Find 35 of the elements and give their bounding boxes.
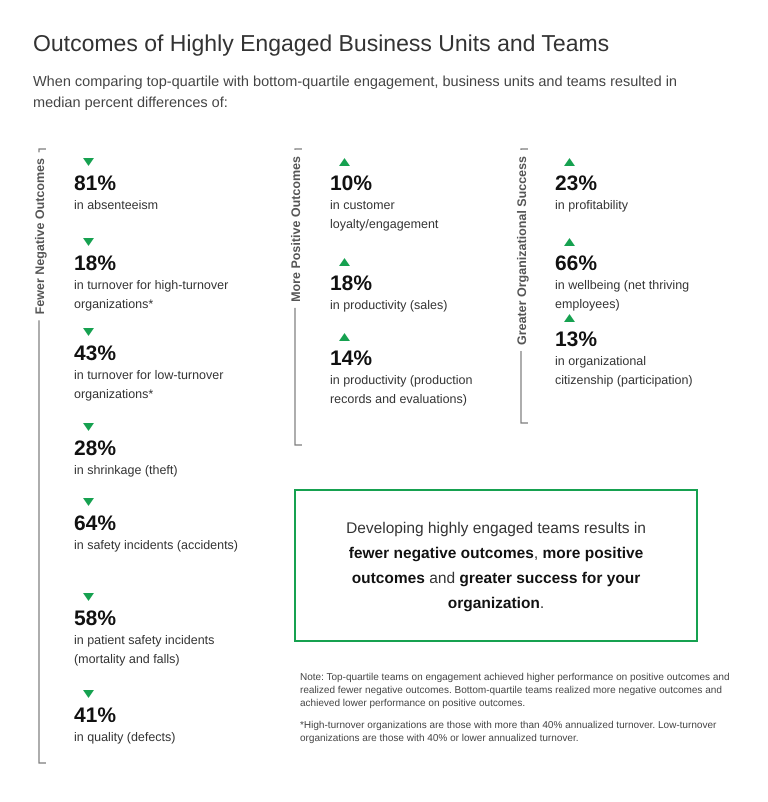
percent-value: 43% — [74, 342, 118, 366]
percent-value: 18% — [330, 272, 374, 296]
percent-value: 28% — [74, 437, 118, 461]
percent-value: 58% — [74, 607, 118, 631]
outcome-description: in customer loyalty/engagement — [330, 197, 440, 233]
callout-text: Developing highly engaged teams results in fewer negative outcomes, more positive outcomes and greater success for your organization. — [345, 518, 647, 614]
outcome-description: in turnover for low-turnover organizations* — [74, 367, 224, 403]
outcome-description: in productivity (sales) — [330, 297, 448, 314]
group-heading: Greater Organizational Success — [515, 150, 529, 351]
group-heading: Fewer Negative Outcomes — [33, 152, 47, 320]
percent-value: 81% — [74, 172, 118, 196]
percent-value: 66% — [555, 252, 598, 276]
outcome-description: in organizational citizenship (participation) — [555, 353, 694, 389]
percent-value: 13% — [555, 328, 598, 352]
percent-value: 14% — [330, 347, 374, 371]
subtitle: When comparing top-quartile with bottom-quartile engagement, business units and teams resulted in median percent differences of: — [33, 73, 678, 113]
outcome-description: in safety incidents (accidents) — [74, 537, 239, 554]
percent-value: 10% — [330, 172, 374, 196]
footnote: Note: Top-quartile teams on engagement achieved higher performance on positive outcomes and realized fewer negative outcomes. Bottom-quartile teams realized more negative outcomes and achieved lower performance on positive outcomes. — [300, 671, 731, 710]
percent-value: 64% — [74, 512, 118, 536]
outcome-description: in patient safety incidents (mortality and falls) — [74, 632, 216, 668]
outcome-description: in profitability — [555, 197, 629, 214]
percent-value: 41% — [74, 704, 118, 728]
outcome-description: in wellbeing (net thriving employees) — [555, 277, 690, 313]
group-heading: More Positive Outcomes — [289, 150, 303, 308]
outcome-description: in productivity (production records and evaluations) — [330, 372, 474, 408]
callout-box — [294, 489, 698, 642]
percent-value: 23% — [555, 172, 598, 196]
outcome-description: in turnover for high-turnover organizations* — [74, 277, 230, 313]
outcome-description: in quality (defects) — [74, 729, 176, 746]
footnote: *High-turnover organizations are those with more than 40% annualized turnover. Low-turnover organizations are those with 40% or lower annualized turnover. — [300, 719, 718, 745]
outcome-description: in absenteeism — [74, 197, 160, 214]
outcome-description: in shrinkage (theft) — [74, 462, 179, 479]
title: Outcomes of Highly Engaged Business Units and Teams — [33, 30, 610, 57]
percent-value: 18% — [74, 252, 118, 276]
